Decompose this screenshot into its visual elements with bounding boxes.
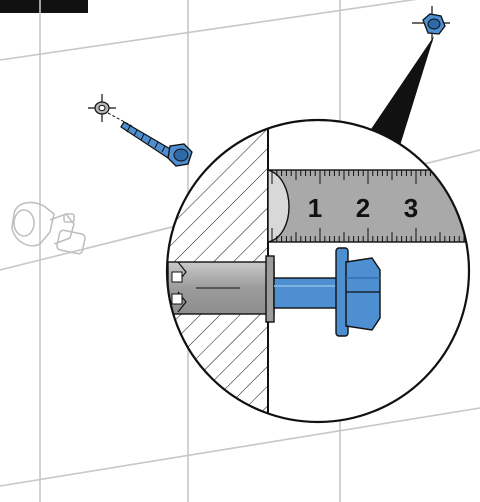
washer-icon: [88, 94, 116, 122]
detail-magnifier: 1 2 3: [165, 118, 471, 424]
measuring-ruler: 1 2 3: [267, 169, 469, 243]
wall-screw-icon: [120, 121, 193, 167]
header-bar: [0, 0, 88, 13]
ruler-label-1: 1: [308, 193, 322, 223]
wall-anchor-icon: [167, 255, 275, 323]
angle-valve-icon: [11, 201, 86, 255]
bolt-icon: [273, 247, 381, 337]
bolt-head-icon: [412, 6, 450, 42]
ruler-label-2: 2: [356, 193, 370, 223]
ruler-label-3: 3: [404, 193, 418, 223]
magnifier-pointer-icon: [365, 36, 434, 152]
